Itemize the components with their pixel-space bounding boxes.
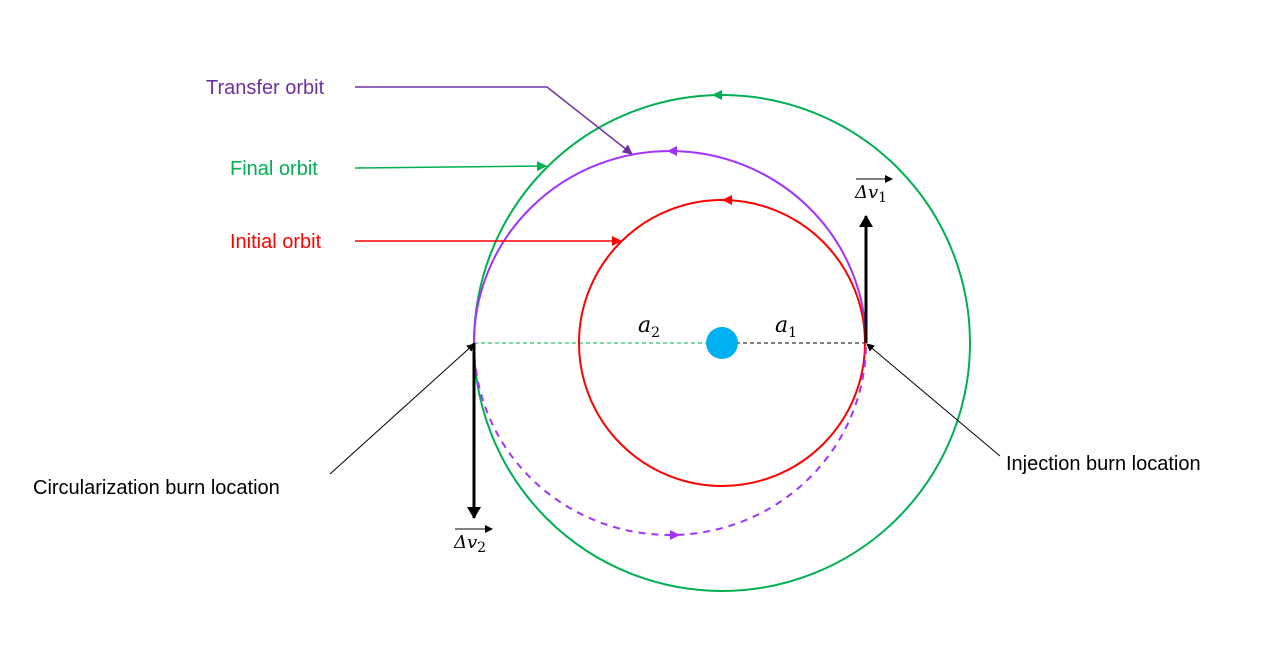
transfer-orbit xyxy=(473,150,867,344)
a1-label: a1 xyxy=(775,313,797,341)
final-orbit-direction-icon xyxy=(712,90,722,100)
transfer-orbit-label: Transfer orbit xyxy=(206,77,325,99)
final-orbit-label: Final orbit xyxy=(230,158,318,180)
delta-v1-subscript: 1 xyxy=(878,190,887,206)
final-orbit-leader xyxy=(354,161,547,172)
transfer-orbit-leader xyxy=(355,86,633,155)
a1-subscript: 1 xyxy=(788,325,797,341)
a1-symbol: a xyxy=(775,313,788,338)
a2-symbol: a xyxy=(638,313,651,338)
a2-subscript: 2 xyxy=(651,325,660,341)
transfer-dashed-direction-icon xyxy=(670,530,680,540)
circularization-label: Circularization burn location xyxy=(33,477,280,499)
transfer-orbit-dashed xyxy=(473,342,867,536)
delta-v1-label: Δv1 xyxy=(854,182,887,206)
delta-v2-subscript: 2 xyxy=(477,540,486,556)
planet xyxy=(706,327,738,359)
initial-orbit-label: Initial orbit xyxy=(230,231,322,253)
transfer-orbit-direction-icon xyxy=(667,146,677,156)
circularization-leader xyxy=(329,343,475,475)
a2-label: a2 xyxy=(638,313,660,341)
delta-v2-symbol: Δv xyxy=(453,532,477,553)
injection-label: Injection burn location xyxy=(1006,453,1201,475)
initial-orbit-direction-icon xyxy=(722,195,732,205)
injection-leader xyxy=(866,343,1001,457)
delta-v2-label: Δv2 xyxy=(453,532,486,556)
delta-v1-symbol: Δv xyxy=(854,182,878,203)
